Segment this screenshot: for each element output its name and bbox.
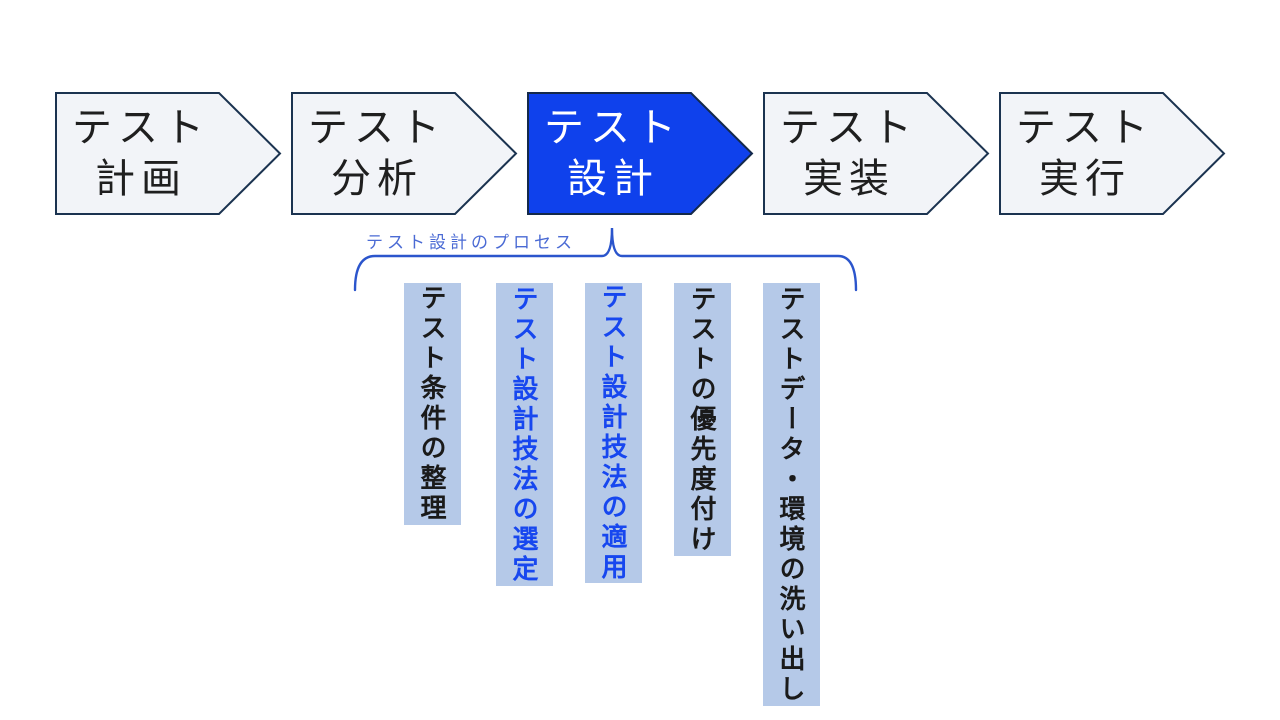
step-test-conditions: テスト条件の整理 bbox=[404, 283, 461, 525]
stage-label-line2: 実行 bbox=[1039, 156, 1131, 201]
step-text: テストの優先度付け bbox=[687, 284, 717, 555]
stage-label-line1: テスト bbox=[544, 105, 682, 150]
process-group-label: テスト設計のプロセス bbox=[366, 233, 576, 252]
stage-test-plan: テスト 計画 bbox=[55, 92, 282, 215]
step-design-technique-selection: テスト設計技法の選定 bbox=[496, 283, 553, 586]
step-test-prioritization: テストの優先度付け bbox=[674, 283, 731, 556]
stage-label-line1: テスト bbox=[1016, 105, 1154, 150]
chevron-arrow-shape bbox=[763, 92, 990, 215]
stage-test-analysis: テスト 分析 bbox=[291, 92, 518, 215]
stage-test-implementation: テスト 実装 bbox=[763, 92, 990, 215]
chevron-arrow-shape bbox=[291, 92, 518, 215]
stage-label-line1: テスト bbox=[72, 105, 210, 150]
stage-label-line1: テスト bbox=[780, 105, 918, 150]
stage-label-line2: 設計 bbox=[567, 156, 659, 201]
step-design-technique-application: テスト設計技法の適用 bbox=[585, 283, 642, 583]
step-text: テスト設計技法の選定 bbox=[509, 284, 539, 585]
stage-label: テスト 分析 bbox=[291, 92, 457, 215]
step-test-data-environment: テストデータ・環境の洗い出し bbox=[763, 283, 820, 706]
stage-test-execution: テスト 実行 bbox=[999, 92, 1226, 215]
stage-label: テスト 設計 bbox=[527, 92, 693, 215]
stage-label-line2: 実装 bbox=[803, 156, 895, 201]
stage-label-line1: テスト bbox=[308, 105, 446, 150]
chevron-arrow-shape bbox=[55, 92, 282, 215]
stage-label: テスト 計画 bbox=[55, 92, 221, 215]
chevron-arrow-shape bbox=[999, 92, 1226, 215]
step-text: テスト条件の整理 bbox=[417, 284, 447, 524]
stage-label: テスト 実行 bbox=[999, 92, 1165, 215]
stage-label-line2: 計画 bbox=[95, 156, 187, 201]
chevron-arrow-shape bbox=[527, 92, 754, 215]
step-text: テストデータ・環境の洗い出し bbox=[776, 284, 806, 705]
step-text: テスト設計技法の適用 bbox=[598, 283, 628, 583]
grouping-brace bbox=[353, 227, 858, 292]
stage-label-line2: 分析 bbox=[331, 156, 423, 201]
stage-label: テスト 実装 bbox=[763, 92, 929, 215]
stage-test-design-highlighted: テスト 設計 bbox=[527, 92, 754, 215]
